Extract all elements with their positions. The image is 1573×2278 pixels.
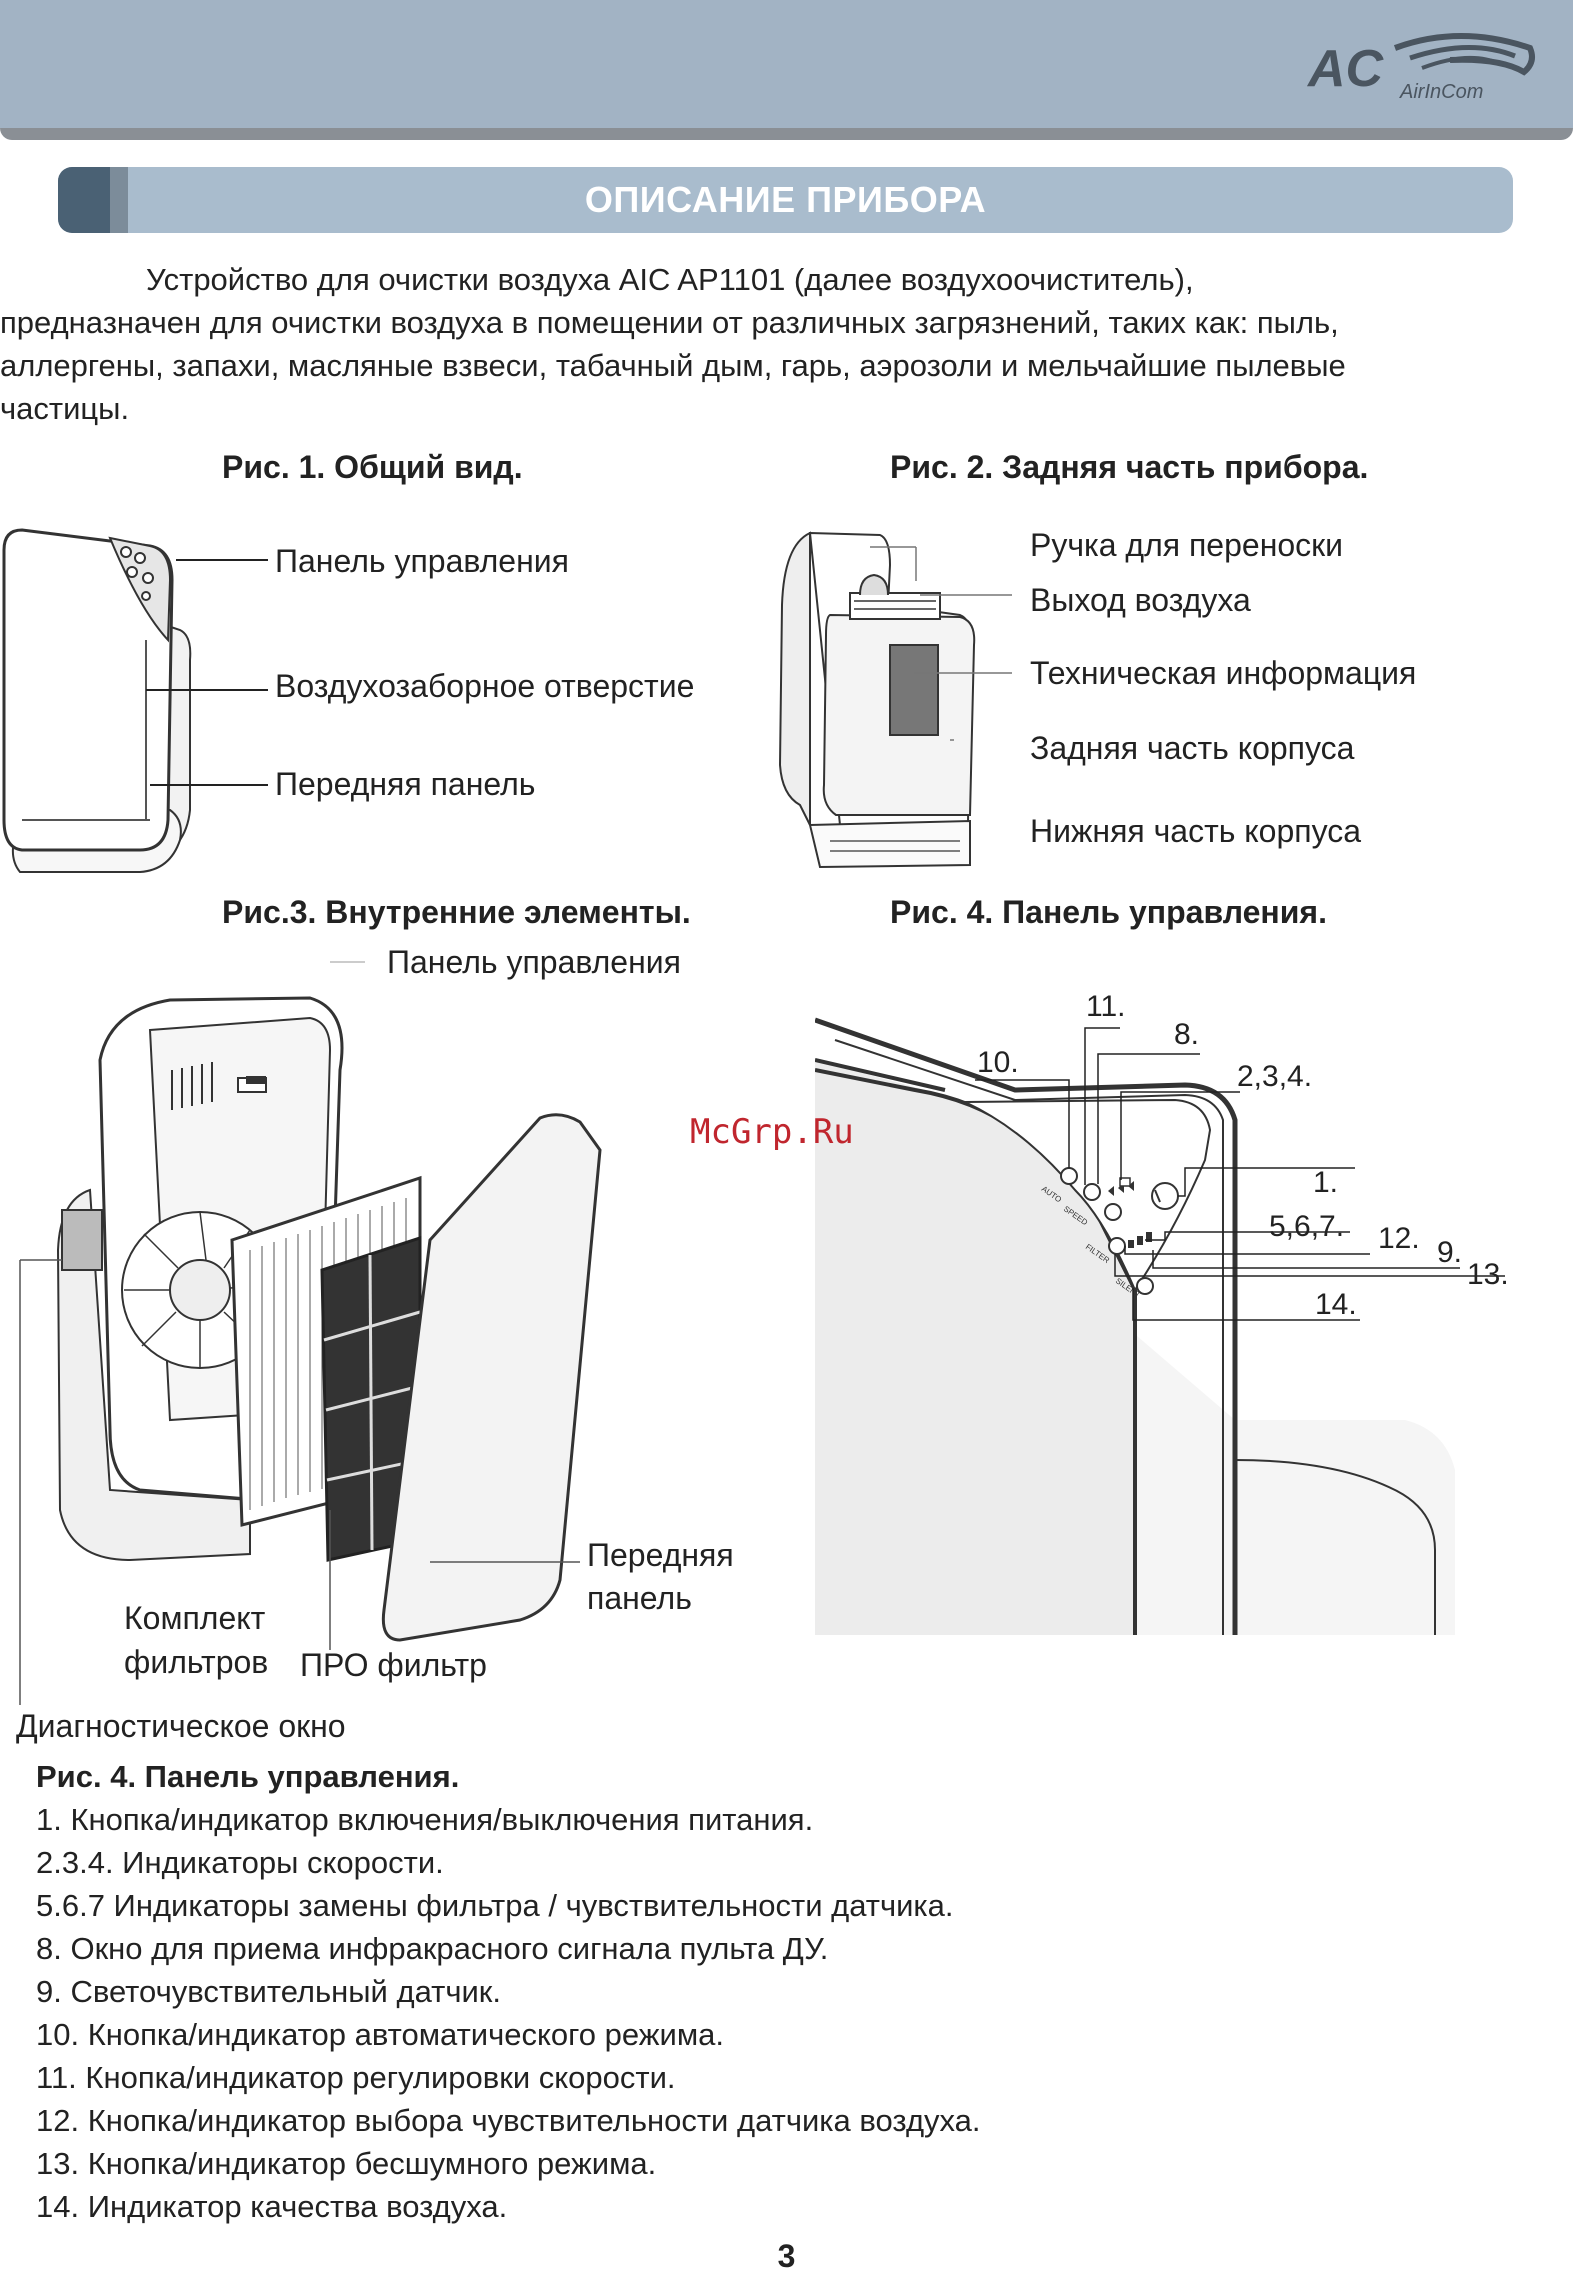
fig4-callout-10: 10. — [977, 1046, 1019, 1079]
page-header — [0, 0, 1573, 128]
fig1-label-control-panel: Панель управления — [275, 543, 569, 579]
fig4-callout-5-6-7: 5,6,7. — [1269, 1210, 1345, 1243]
legend-item: 2.3.4. Индикаторы скорости. — [36, 1845, 444, 1880]
watermark: McGrp.Ru — [690, 1112, 854, 1152]
fig3-label-front-1: Передняя — [587, 1537, 734, 1573]
legend-item: 5.6.7 Индикаторы замены фильтра / чувств… — [36, 1888, 954, 1923]
fig3-label-kit-2: фильтров — [124, 1644, 269, 1680]
control-panel-legend: Рис. 4. Панель управления. 1. Кнопка/инд… — [36, 1755, 1536, 2228]
fig2-label-air-outlet: Выход воздуха — [1030, 582, 1251, 618]
fig1-label-front-panel: Передняя панель — [275, 766, 536, 802]
fig4-callout-8: 8. — [1174, 1018, 1200, 1051]
fig4-callout-11: 11. — [1086, 990, 1126, 1023]
fig3-label-front-2: панель — [587, 1580, 692, 1616]
intro-line: аллергены, запахи, масляные взвеси, таба… — [0, 348, 1346, 383]
fig1-caption: Рис. 1. Общий вид. — [222, 449, 523, 485]
fig3-label-pro-filter: ПРО фильтр — [300, 1647, 487, 1683]
legend-item: 13. Кнопка/индикатор бесшумного режима. — [36, 2146, 657, 2181]
legend-item: 11. Кнопка/индикатор регулировки скорост… — [36, 2060, 676, 2095]
fig4-callout-12: 12. — [1378, 1222, 1420, 1255]
section-bar-accent — [58, 167, 110, 233]
header-divider — [0, 128, 1573, 140]
legend-item: 14. Индикатор качества воздуха. — [36, 2189, 508, 2224]
legend-item: 10. Кнопка/индикатор автоматического реж… — [36, 2017, 724, 2052]
section-bar-accent-2 — [110, 167, 128, 233]
legend-item: 8. Окно для приема инфракрасного сигнала… — [36, 1931, 829, 1966]
fig3-label-control-panel: Панель управления — [387, 944, 681, 980]
fig1-label-air-intake: Воздухозаборное отверстие — [275, 668, 695, 704]
section-title-bar: ОПИСАНИЕ ПРИБОРА — [58, 167, 1513, 233]
fig3-illustration — [19, 961, 602, 1705]
fig2-label-handle: Ручка для переноски — [1030, 527, 1344, 563]
fig4-caption: Рис. 4. Панель управления. — [890, 894, 1327, 930]
intro-line: Устройство для очистки воздуха AIC AP110… — [146, 262, 1194, 297]
intro-paragraph: Устройство для очистки воздуха AIC AP110… — [0, 258, 1568, 430]
fig3-caption: Рис.3. Внутренние элементы. — [222, 894, 691, 930]
fig4-callout-9: 9. — [1437, 1236, 1463, 1269]
intro-line: предназначен для очистки воздуха в помещ… — [0, 305, 1339, 340]
svg-text:AC: AC — [1306, 40, 1385, 98]
fig4-callout-1: 1. — [1313, 1166, 1339, 1199]
fig3-label-diag-window: Диагностическое окно — [16, 1708, 346, 1744]
fig4-callout-2-3-4: 2,3,4. — [1237, 1060, 1313, 1093]
legend-item: 1. Кнопка/индикатор включения/выключения… — [36, 1802, 814, 1837]
fig2-label-bottom-housing: Нижняя часть корпуса — [1030, 813, 1362, 849]
page-number: 3 — [777, 2238, 796, 2274]
fig4-illustration: AUTO SPEED FILTER SILENT — [815, 1017, 1505, 1635]
fig2-label-tech-info: Техническая информация — [1030, 655, 1417, 691]
aic-logo: AC AirInCom — [1306, 33, 1535, 103]
fig4-callout-14: 14. — [1315, 1288, 1357, 1321]
legend-item: 9. Светочувствительный датчик. — [36, 1974, 501, 2009]
legend-title: Рис. 4. Панель управления. — [36, 1759, 460, 1794]
fig2-illustration — [778, 531, 1012, 869]
fig2-caption: Рис. 2. Задняя часть прибора. — [890, 449, 1369, 485]
intro-line: частицы. — [0, 391, 130, 426]
fig4-callout-13: 13. — [1467, 1258, 1509, 1291]
fig1-illustration — [2, 528, 268, 873]
fig2-label-back-housing: Задняя часть корпуса — [1030, 730, 1355, 766]
svg-text:AirInCom: AirInCom — [1399, 81, 1483, 103]
fig3-label-kit-1: Комплект — [124, 1600, 266, 1636]
legend-item: 12. Кнопка/индикатор выбора чувствительн… — [36, 2103, 981, 2138]
section-title: ОПИСАНИЕ ПРИБОРА — [584, 179, 987, 220]
